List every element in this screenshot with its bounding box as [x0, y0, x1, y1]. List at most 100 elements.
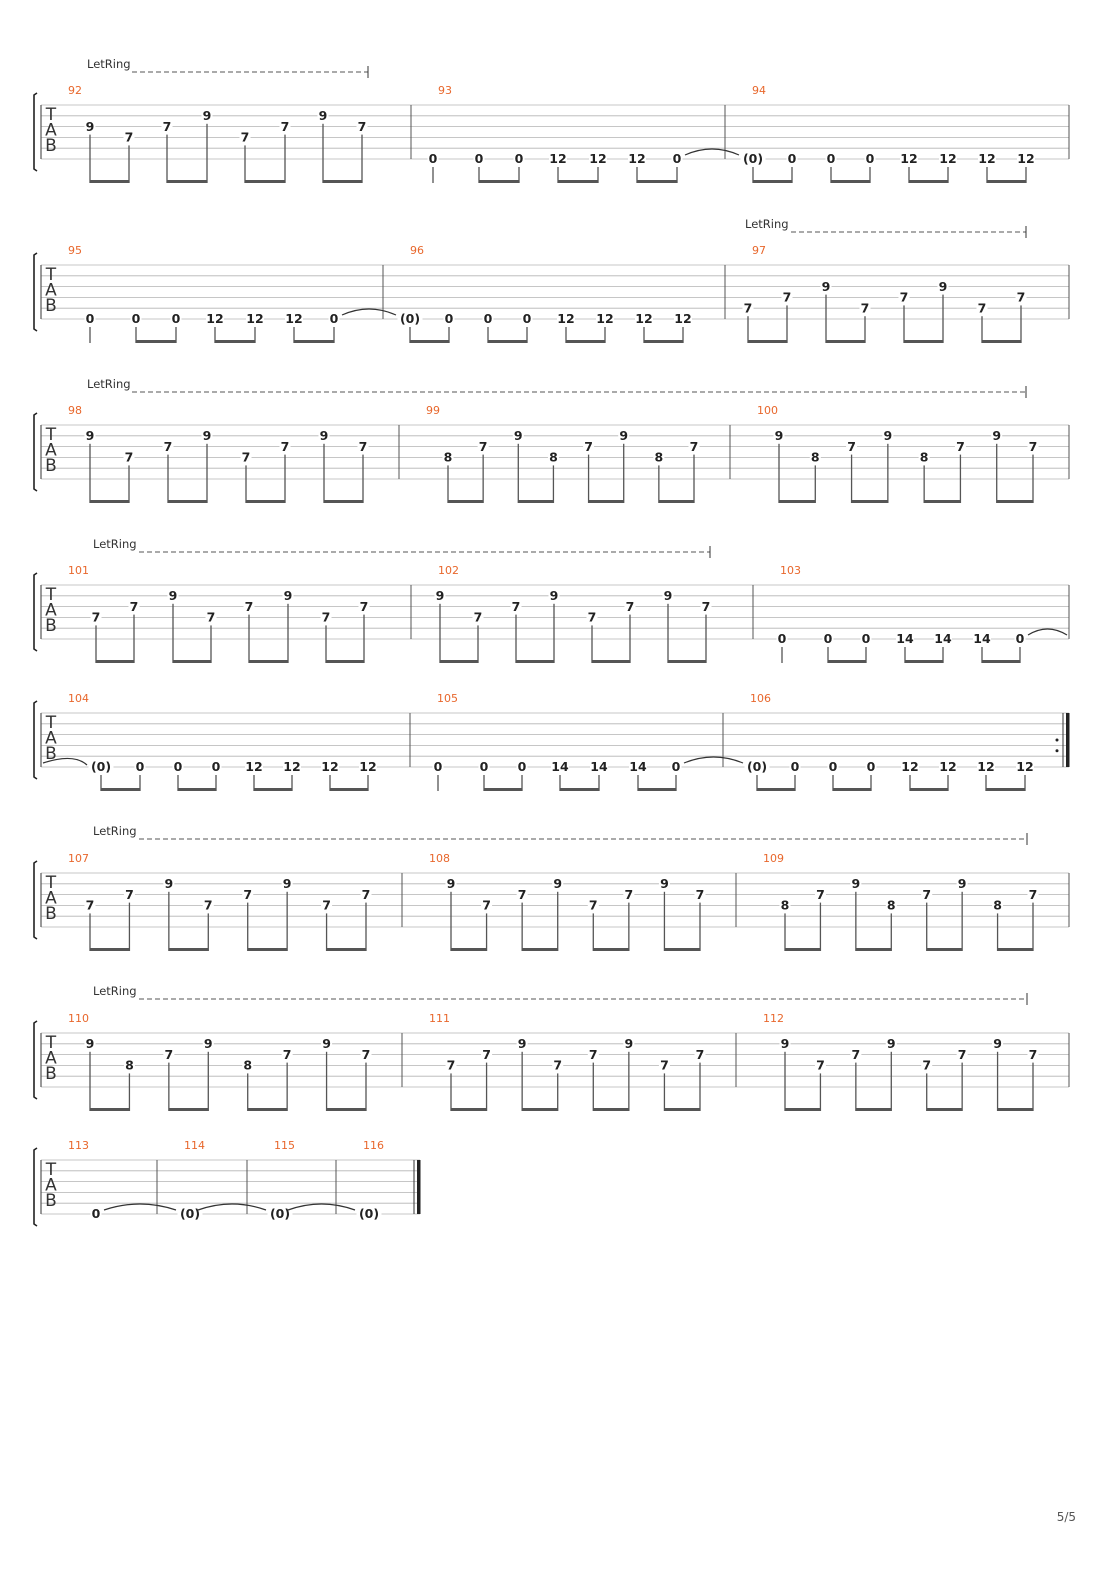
fret-number: 7	[125, 450, 134, 465]
measure-number: 92	[68, 84, 82, 97]
note-mask	[242, 1059, 254, 1072]
fret-number: 0	[480, 759, 489, 774]
note-mask	[865, 761, 877, 773]
note-beam	[448, 500, 484, 503]
fret-number: 9	[204, 1036, 213, 1051]
note-mask	[859, 302, 871, 315]
fret-number: 7	[474, 610, 483, 625]
note-beam	[294, 340, 334, 343]
note-beam	[833, 788, 871, 791]
note-mask	[662, 589, 674, 602]
note-mask	[328, 313, 340, 325]
measure-number: 104	[68, 692, 89, 705]
note-mask	[557, 313, 575, 325]
note-mask	[243, 600, 255, 613]
fret-number: 7	[956, 439, 965, 454]
note-mask	[1015, 291, 1027, 304]
measure-number: 98	[68, 404, 82, 417]
fret-number: (0)	[747, 759, 767, 774]
note-mask	[776, 633, 788, 645]
fret-number: 7	[362, 1047, 371, 1062]
note-mask	[934, 633, 952, 645]
note-beam	[785, 1108, 821, 1111]
fret-number: 7	[130, 599, 139, 614]
measure-number: 93	[438, 84, 452, 97]
note-beam	[560, 788, 599, 791]
tie-arc	[1027, 628, 1068, 636]
note-mask	[992, 1037, 1004, 1050]
note-mask	[285, 313, 303, 325]
fret-number: 7	[518, 887, 527, 902]
measure-number: 97	[752, 244, 766, 257]
fret-number: 0	[866, 151, 875, 166]
fret-number: (0)	[270, 1206, 290, 1221]
note-mask	[921, 1059, 933, 1072]
note-mask	[901, 761, 919, 773]
note-mask	[239, 131, 251, 144]
fret-number: 9	[514, 428, 523, 443]
fret-number: 12	[246, 311, 263, 326]
fret-number: 7	[553, 1058, 562, 1073]
note-mask	[84, 1037, 96, 1050]
note-mask	[779, 1037, 791, 1050]
fret-number: 7	[358, 119, 367, 134]
tab-clef-letter: B	[45, 904, 57, 924]
note-beam	[247, 948, 288, 951]
tie-arc	[683, 756, 744, 764]
note-mask	[789, 761, 801, 773]
fret-number: 7	[978, 300, 987, 315]
letring-label: LetRing	[93, 824, 137, 838]
measure-number: 109	[763, 852, 784, 865]
measure-number: 114	[184, 1139, 205, 1152]
note-mask	[443, 313, 455, 325]
note-beam	[254, 788, 292, 791]
fret-number: 7	[512, 599, 521, 614]
fret-number: 12	[901, 759, 918, 774]
note-beam	[101, 788, 140, 791]
note-beam	[855, 1108, 892, 1111]
fret-number: 0	[515, 151, 524, 166]
fret-number: (0)	[180, 1206, 200, 1221]
note-mask	[547, 451, 559, 464]
note-mask	[552, 1059, 564, 1072]
measure-number: 108	[429, 852, 450, 865]
note-beam	[518, 500, 554, 503]
note-mask	[939, 761, 957, 773]
fret-number: 9	[169, 588, 178, 603]
note-mask	[162, 440, 174, 453]
note-mask	[624, 600, 636, 613]
fret-number: 7	[362, 887, 371, 902]
fret-number: 9	[319, 108, 328, 123]
measure-number: 110	[68, 1012, 89, 1025]
tab-clef-letter: B	[45, 1191, 57, 1211]
fret-number: 0	[824, 631, 833, 646]
note-beam	[826, 340, 865, 343]
fret-number: 12	[285, 311, 302, 326]
fret-number: 9	[518, 1036, 527, 1051]
note-mask	[590, 761, 608, 773]
repeat-dot	[1055, 749, 1059, 753]
fret-number: 9	[625, 1036, 634, 1051]
fret-number: 12	[557, 311, 574, 326]
tab-clef-letter: B	[45, 296, 57, 316]
tab-clef-letter: T	[45, 873, 57, 893]
fret-number: 7	[164, 439, 173, 454]
note-beam	[638, 788, 676, 791]
note-beam	[588, 500, 624, 503]
tab-clef-letter: T	[45, 1160, 57, 1180]
note-mask	[170, 313, 182, 325]
note-mask	[628, 153, 646, 165]
note-beam	[987, 180, 1026, 183]
tab-clef-letter: A	[45, 601, 57, 621]
tab-clef-letter: T	[45, 585, 57, 605]
note-mask	[635, 313, 653, 325]
fret-number: 14	[551, 759, 569, 774]
note-beam	[247, 1108, 288, 1111]
fret-number: 12	[245, 759, 262, 774]
fret-number: 0	[212, 759, 221, 774]
fret-number: 7	[243, 887, 252, 902]
note-beam	[178, 788, 216, 791]
tie-arc	[42, 757, 88, 766]
note-mask	[773, 429, 785, 442]
fret-number: 9	[660, 876, 669, 891]
